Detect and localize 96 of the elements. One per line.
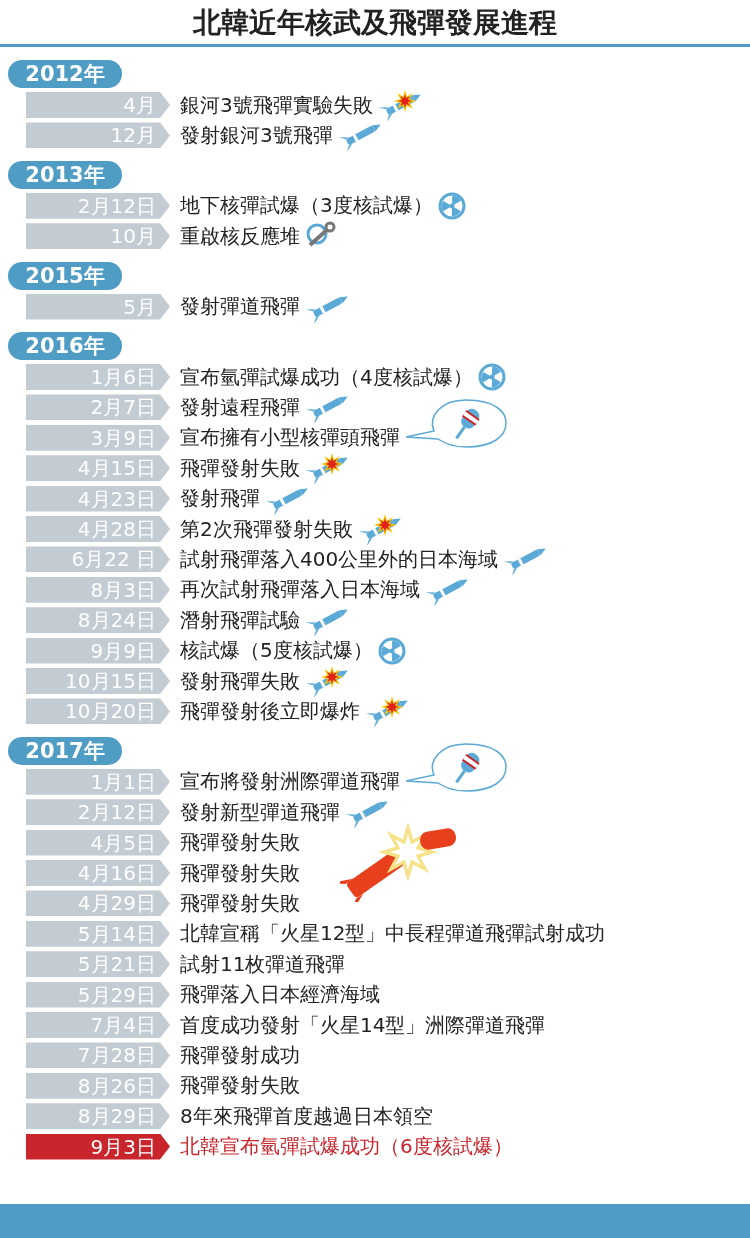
event-text: 宣布氫彈試爆成功（4度核試爆） [180, 363, 473, 391]
date-label: 5月29日 [77, 982, 156, 1007]
date-tab [26, 122, 170, 149]
event-text: 發射飛彈失敗 [180, 667, 300, 695]
event-text: 發射新型彈道飛彈 [180, 798, 340, 826]
year-pill: 2015年 [8, 261, 122, 290]
date-label: 4月23日 [77, 486, 156, 511]
date-label: 5月14日 [77, 921, 156, 946]
date-tab [26, 394, 170, 421]
event-text: 北韓宣布氫彈試爆成功（6度核試爆） [180, 1133, 513, 1161]
event-text: 飛彈發射失敗 [180, 889, 300, 917]
date-label: 4月 [123, 93, 156, 117]
date-tab [26, 546, 170, 573]
date-tab [26, 890, 170, 917]
date-tab [26, 364, 170, 390]
chart-title: 北韓近年核武及飛彈發展進程 [191, 5, 558, 41]
date-label: 4月5日 [90, 830, 156, 855]
date-tab [26, 920, 170, 947]
event-text: 地下核彈試爆（3度核試爆） [180, 192, 433, 220]
event-text: 發射遠程飛彈 [180, 393, 300, 421]
date-label: 4月29日 [77, 891, 156, 916]
date-tab [26, 768, 170, 795]
date-tab [26, 951, 170, 978]
event-text: 發射彈道飛彈 [180, 293, 300, 321]
event-text: 飛彈發射失敗 [180, 454, 300, 482]
date-tab [26, 860, 170, 886]
date-label: 1月1日 [90, 769, 156, 794]
event-text: 宣布將發射洲際彈道飛彈 [180, 768, 400, 796]
date-label: 8月24日 [77, 608, 156, 633]
date-label: 5月 [123, 294, 156, 319]
date-label: 9月9日 [90, 638, 156, 663]
date-tab [26, 1072, 170, 1099]
date-tab [26, 981, 170, 1008]
date-tab [26, 485, 170, 512]
event-text: 第2次飛彈發射失敗 [180, 515, 353, 543]
date-tab [26, 698, 170, 725]
date-tab [26, 223, 170, 250]
event-text: 飛彈發射失敗 [180, 1072, 300, 1100]
year-pill: 2017年 [8, 736, 122, 765]
event-text: 試射11枚彈道飛彈 [180, 950, 346, 978]
date-tab [26, 668, 170, 694]
date-label: 2月12日 [77, 800, 156, 825]
date-label: 8月26日 [77, 1073, 156, 1098]
date-tab [26, 1042, 170, 1069]
date-label: 10月 [110, 224, 156, 249]
date-label: 10月15日 [65, 669, 156, 693]
event-text: 試射飛彈落入400公里外的日本海域 [180, 545, 499, 573]
date-label: 9月3日 [90, 1134, 156, 1159]
date-tab [26, 192, 170, 219]
date-label: 10月20日 [65, 699, 156, 724]
event-text: 核試爆（5度核試爆） [180, 637, 373, 665]
date-label: 12月 [110, 123, 156, 148]
date-label: 5月21日 [77, 952, 156, 977]
year-pill: 2012年 [8, 60, 122, 88]
date-tab [26, 516, 170, 542]
date-label: 1月6日 [90, 365, 156, 389]
date-label: 7月28日 [77, 1043, 156, 1068]
date-label: 4月16日 [77, 861, 156, 885]
date-label: 2月7日 [90, 395, 156, 420]
year-pill: 2013年 [8, 160, 122, 189]
event-text: 北韓宣稱「火星12型」中長程彈道飛彈試射成功 [180, 920, 606, 948]
date-label: 6月22 日 [71, 547, 156, 572]
event-text: 飛彈發射後立即爆炸 [180, 697, 360, 725]
date-tab [26, 1133, 170, 1160]
date-label: 4月15日 [77, 456, 156, 481]
date-tab [26, 455, 170, 482]
event-text: 發射銀河3號飛彈 [180, 121, 333, 149]
event-text: 潛射飛彈試驗 [180, 606, 300, 634]
event-text: 發射飛彈 [180, 485, 260, 513]
date-label: 2月12日 [77, 193, 156, 218]
event-text: 飛彈發射成功 [180, 1041, 300, 1069]
event-text: 8年來飛彈首度越過日本領空 [180, 1102, 433, 1130]
event-text: 飛彈發射失敗 [180, 829, 300, 857]
date-tab [26, 637, 170, 664]
date-tab [26, 1103, 170, 1130]
date-label: 8月29日 [77, 1104, 156, 1129]
event-text: 銀河3號飛彈實驗失敗 [180, 91, 373, 119]
date-tab [26, 92, 170, 118]
date-label: 4月28日 [77, 517, 156, 541]
date-label: 7月4日 [90, 1013, 156, 1037]
event-text: 首度成功發射「火星14型」洲際彈道飛彈 [180, 1011, 546, 1039]
date-tab [26, 799, 170, 826]
year-pill: 2016年 [8, 332, 122, 360]
date-tab [26, 1012, 170, 1038]
event-text: 再次試射飛彈落入日本海域 [180, 576, 420, 604]
date-label: 3月9日 [90, 425, 156, 450]
date-tab [26, 293, 170, 320]
event-text: 重啟核反應堆 [180, 222, 300, 250]
date-label: 8月3日 [90, 577, 156, 602]
event-text: 飛彈發射失敗 [180, 859, 300, 887]
date-tab [26, 424, 170, 451]
event-text: 飛彈落入日本經濟海域 [180, 981, 380, 1009]
date-tab [26, 829, 170, 856]
date-tab [26, 607, 170, 634]
event-text: 宣布擁有小型核彈頭飛彈 [180, 424, 400, 452]
date-tab [26, 576, 170, 603]
